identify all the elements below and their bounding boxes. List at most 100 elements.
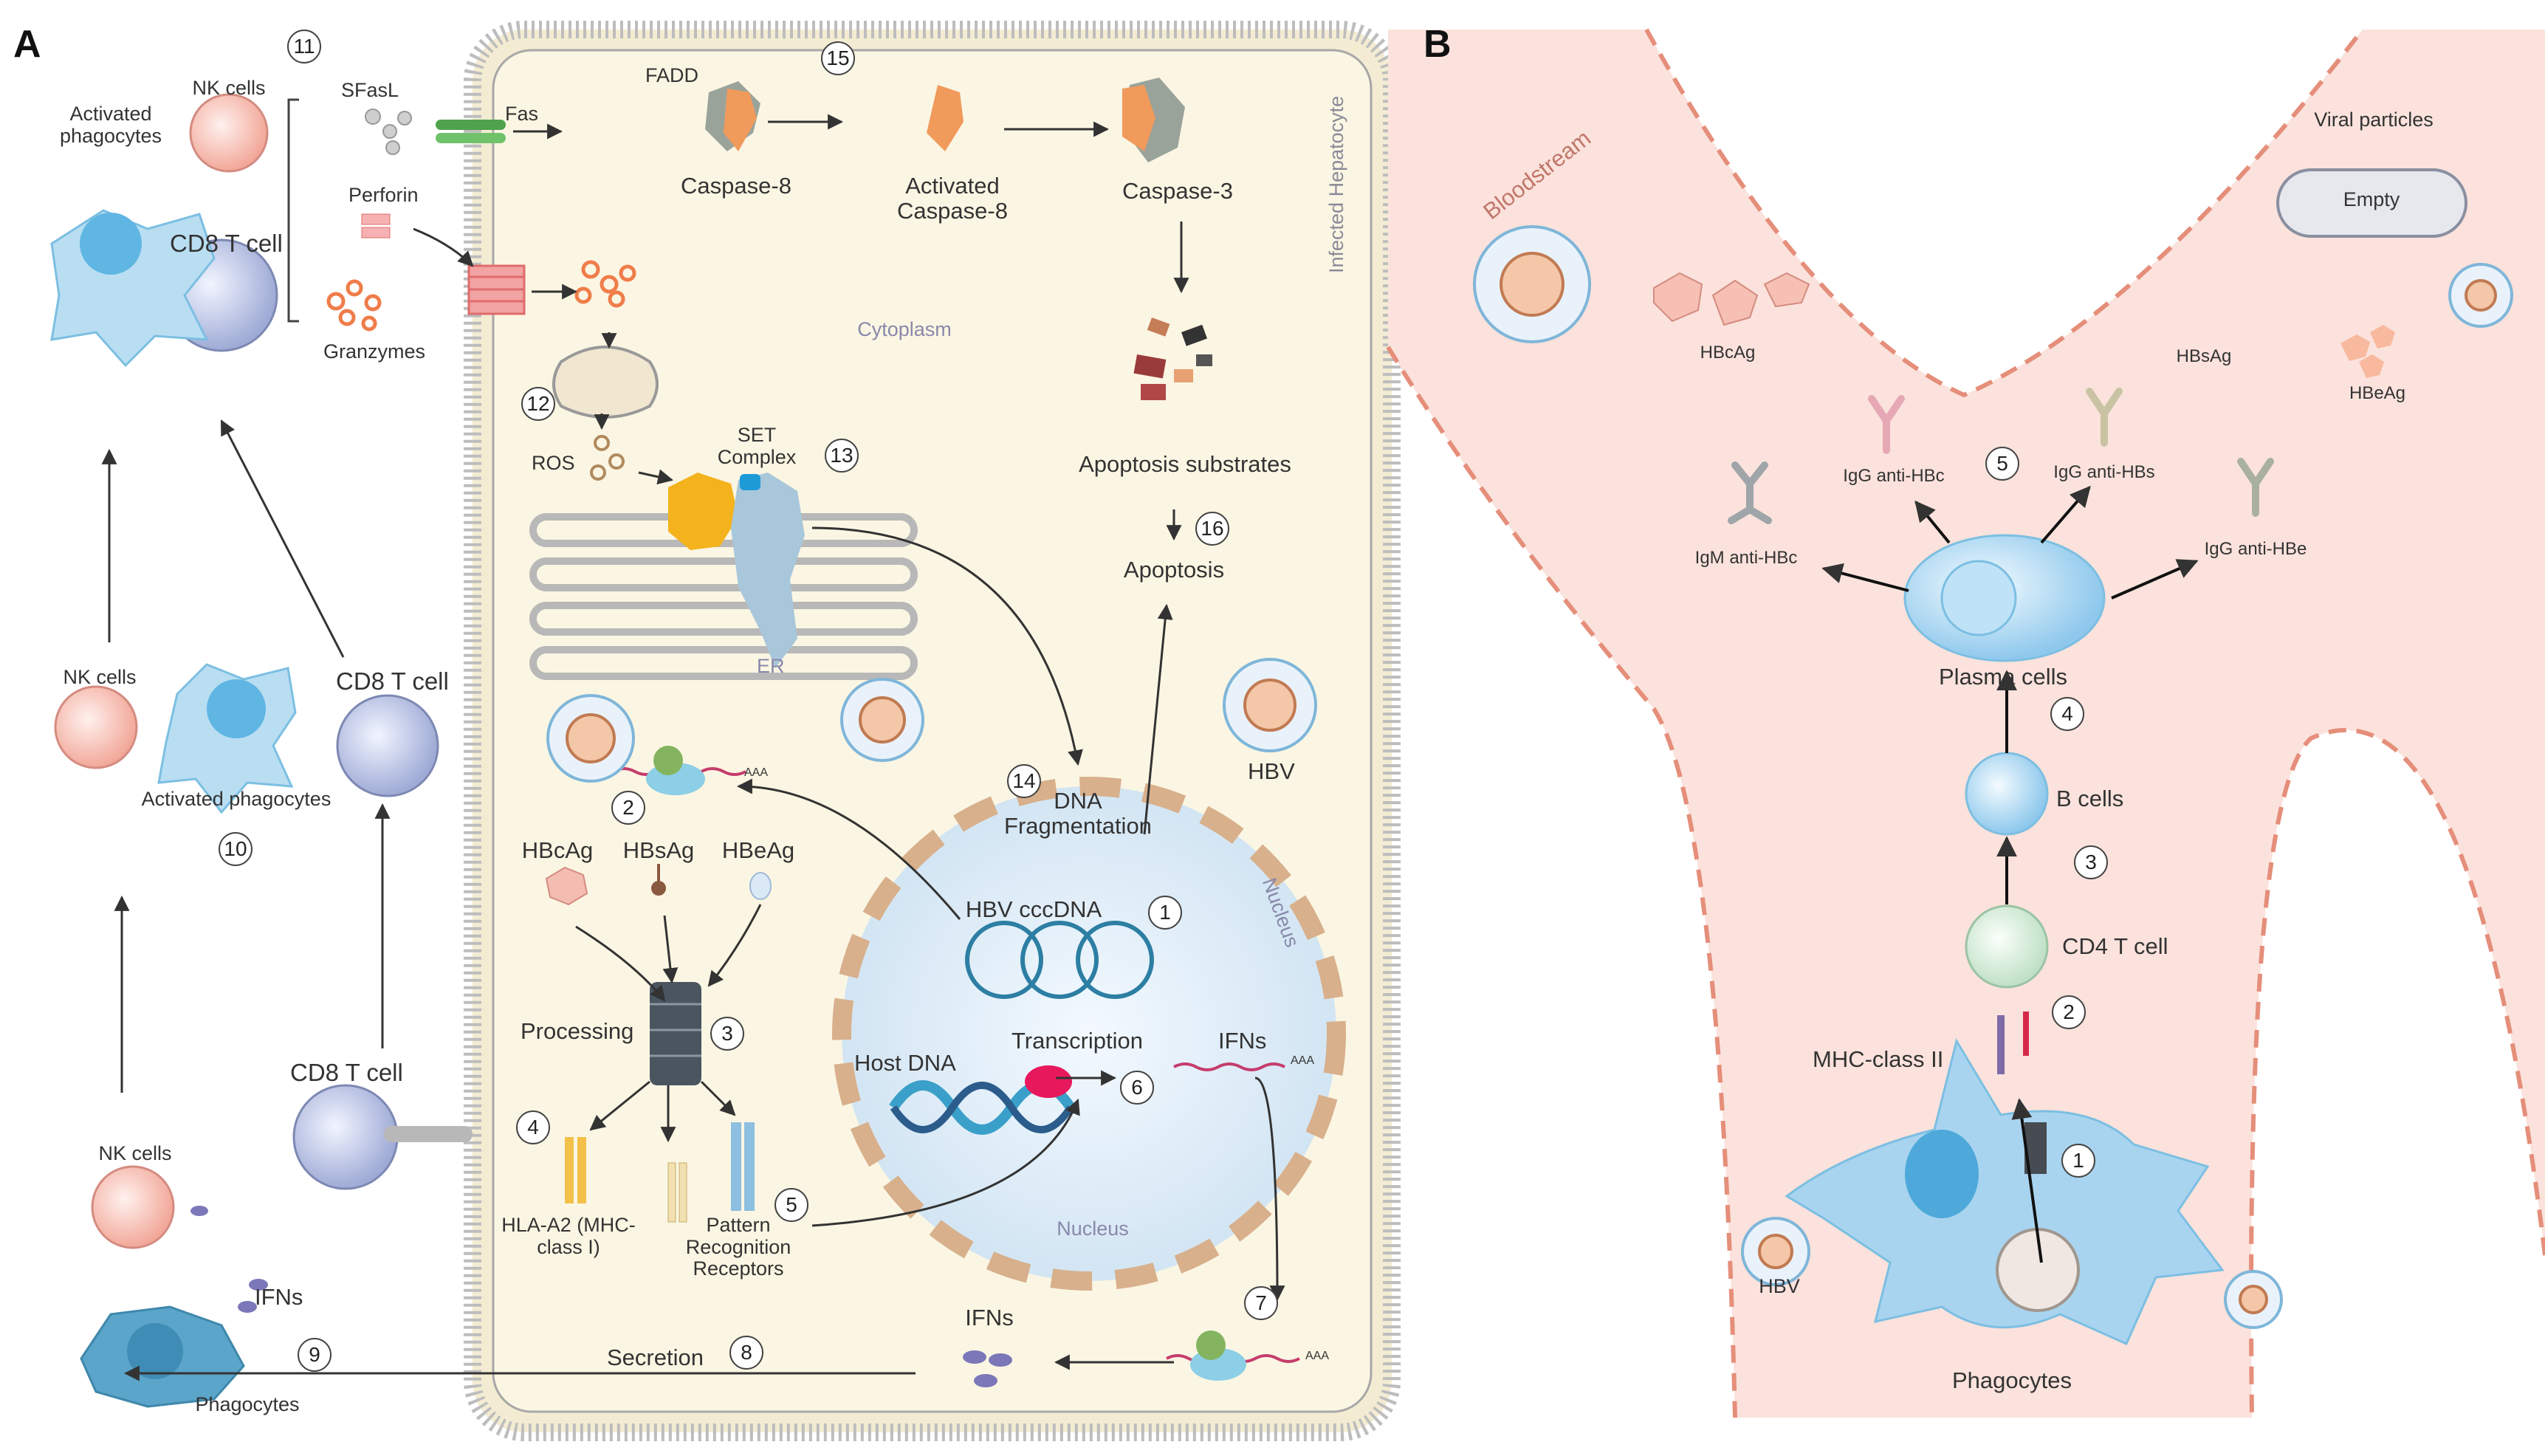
step-badge-a-9: 9 xyxy=(298,1338,332,1372)
cd8-cell-mid xyxy=(336,694,439,797)
aaa-label-3: AAA xyxy=(1305,1350,1330,1362)
step-badge-b-3: 3 xyxy=(2074,845,2108,879)
hbeag-label-b: HBeAg xyxy=(2349,383,2406,403)
hbeag-shape xyxy=(749,872,772,900)
b-cell xyxy=(1965,752,2049,836)
step-badge-a-2: 2 xyxy=(611,791,645,825)
set-complex-label: SET Complex xyxy=(717,424,797,468)
step-badge-a-15: 15 xyxy=(821,41,855,75)
b-cells-label: B cells xyxy=(2056,786,2124,811)
perforin-label: Perforin xyxy=(348,184,419,206)
cd8-top-label: CD8 T cell xyxy=(170,230,283,257)
activated-phagocytes-top-label: Activated phagocytes xyxy=(59,103,162,147)
ifns-bottom-label: IFNs xyxy=(965,1305,1014,1330)
hbeag-label-a: HBeAg xyxy=(721,837,795,863)
step-badge-a-7: 7 xyxy=(1244,1286,1278,1320)
cd8-cell-bottom xyxy=(292,1084,399,1190)
step-badge-a-16: 16 xyxy=(1195,512,1229,546)
panel-b-letter: B xyxy=(1423,23,1452,66)
transcription-label: Transcription xyxy=(1012,1028,1144,1054)
host-dna-label: Host DNA xyxy=(854,1050,956,1076)
phagocyte-panel-b xyxy=(1785,1038,2225,1345)
hla-molecule xyxy=(565,1137,574,1203)
igg-anti-hbe-label: IgG anti-HBe xyxy=(2204,539,2307,559)
panel-b-arrows xyxy=(1821,485,2199,1263)
aaa-label-1: AAA xyxy=(744,766,769,779)
ros-dots xyxy=(590,435,625,481)
granzyme-dots xyxy=(326,260,636,332)
step-badge-a-1: 1 xyxy=(1148,896,1182,930)
ifns-label-immune: IFNs xyxy=(255,1284,303,1310)
cccdna-rings xyxy=(965,921,1154,999)
nucleus-label-bottom: Nucleus xyxy=(1057,1218,1129,1240)
empty-viral-particle xyxy=(2276,168,2467,238)
apoptosis-substrates-label: Apoptosis substrates xyxy=(1079,451,1291,477)
viral-particles-label: Viral particles xyxy=(2314,109,2434,131)
proteasome xyxy=(650,982,701,1085)
polymerase xyxy=(1025,1065,1072,1098)
empty-label: Empty xyxy=(2343,188,2400,210)
sfasl-label: SFasL xyxy=(341,79,399,101)
panel-a-arrows xyxy=(101,114,1285,1381)
step-badge-a-10: 10 xyxy=(219,832,253,866)
hepatocyte-label: Infected Hepatocyte xyxy=(1325,95,1347,273)
apoptosis-label: Apoptosis xyxy=(1123,557,1225,583)
bloodstream-vessel xyxy=(1388,30,2545,1418)
hbv-label-a: HBV xyxy=(1248,758,1295,784)
bracket-11 xyxy=(287,98,299,323)
nk-bottom-label: NK cells xyxy=(98,1142,172,1164)
hbcag-label-a: HBcAg xyxy=(521,837,594,863)
igm-anti-hbc-label: IgM anti-HBc xyxy=(1694,548,1798,568)
activated-phagocytes-mid-label: Activated phagocytes xyxy=(141,788,332,810)
granzymes-label: Granzymes xyxy=(323,340,426,363)
nk-mid-label: NK cells xyxy=(63,666,137,688)
activated-phagocyte-mid xyxy=(157,663,297,814)
cd4-t-cell-label: CD4 T cell xyxy=(2062,933,2168,959)
nucleus xyxy=(832,777,1346,1291)
cytoplasm-label: Cytoplasm xyxy=(857,318,952,340)
activated-caspase8-label: Activated Caspase-8 xyxy=(897,173,1008,224)
hbsag-label-b: HBsAg xyxy=(2176,346,2232,366)
hbcag-fragments xyxy=(1653,272,1810,326)
nk-cell-bottom xyxy=(91,1165,175,1249)
fadd-label: FADD xyxy=(645,64,699,86)
step-badge-a-8: 8 xyxy=(729,1336,763,1370)
hbv-cccdna-label: HBV cccDNA xyxy=(965,896,1102,922)
cd8-bottom-label: CD8 T cell xyxy=(290,1059,403,1086)
caspase8-label: Caspase-8 xyxy=(681,173,791,199)
apoptosis-substrates xyxy=(1133,317,1212,400)
nk-top-label: NK cells xyxy=(192,77,266,99)
step-badge-a-4: 4 xyxy=(516,1110,550,1144)
step-badge-b-1: 1 xyxy=(2061,1144,2095,1178)
phagocytes-label-b: Phagocytes xyxy=(1952,1367,2072,1393)
phagocyte-bottom xyxy=(80,1305,245,1408)
mitochondrion xyxy=(552,346,659,419)
step-badge-a-5: 5 xyxy=(775,1188,808,1222)
step-badge-a-3: 3 xyxy=(710,1017,744,1051)
cd4-t-cell xyxy=(1965,904,2049,989)
hbv-label-b: HBV xyxy=(1759,1275,1800,1297)
phagocytes-label-a: Phagocytes xyxy=(195,1393,300,1415)
hbeag-fragments xyxy=(2340,325,2395,378)
set-complex-blue xyxy=(740,474,760,490)
step-badge-a-13: 13 xyxy=(825,439,859,473)
ifn-blobs xyxy=(190,1206,1012,1387)
step-badge-b-5: 5 xyxy=(1985,447,2019,481)
hbsag-label-a: HBsAg xyxy=(622,837,695,863)
fas-label: Fas xyxy=(505,103,539,125)
caspase3-label: Caspase-3 xyxy=(1122,178,1233,204)
antibodies xyxy=(1728,388,2274,524)
igg-anti-hbs-label: IgG anti-HBs xyxy=(2053,462,2155,482)
step-badge-a-12: 12 xyxy=(521,387,555,421)
step-badge-b-4: 4 xyxy=(2050,697,2084,731)
ifns-nucleus-label: IFNs xyxy=(1218,1028,1267,1054)
step-badge-b-2: 2 xyxy=(2052,995,2086,1029)
hbcag-label-b: HBcAg xyxy=(1700,343,1756,363)
mhc-ii-molecule xyxy=(1997,1015,2005,1074)
processing-label: Processing xyxy=(521,1018,634,1044)
cd8-mid-label: CD8 T cell xyxy=(336,667,449,695)
hbcag-shape xyxy=(545,866,588,906)
er-protein xyxy=(731,473,805,668)
hla-label: HLA-A2 (MHC-class I) xyxy=(501,1214,636,1258)
